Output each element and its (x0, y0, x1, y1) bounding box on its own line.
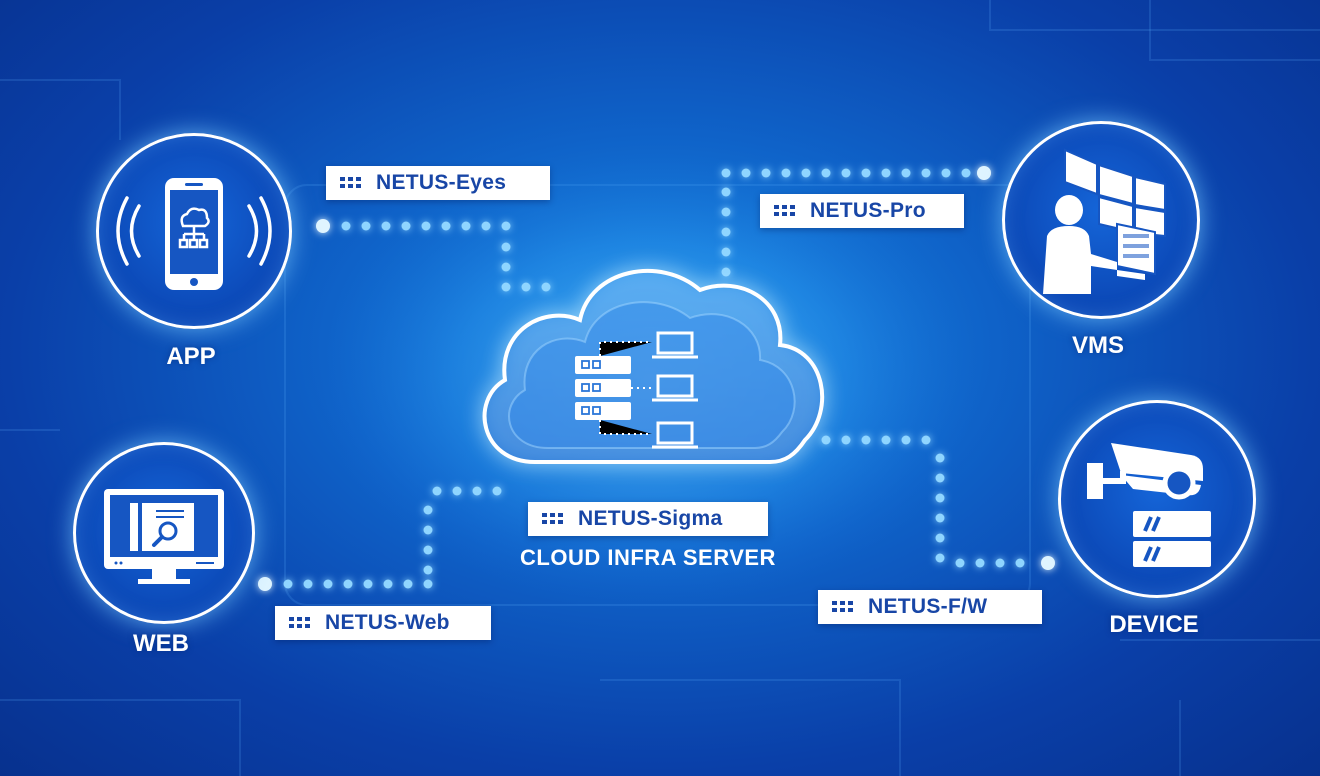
netus-eyes-label: NETUS-Eyes (376, 171, 507, 194)
netus-fw-label: NETUS-F/W (868, 595, 988, 618)
netus-sigma-tag[interactable]: NETUS-Sigma (528, 502, 768, 536)
connector-device (821, 435, 1055, 570)
netus-web-tag[interactable]: NETUS-Web (275, 606, 491, 640)
vms-label: VMS (1071, 332, 1124, 359)
grid-icon (289, 617, 310, 628)
app-node[interactable] (96, 133, 292, 329)
grid-icon (832, 601, 853, 612)
device-node[interactable] (1058, 400, 1256, 598)
netus-pro-label: NETUS-Pro (810, 199, 926, 222)
vms-node[interactable] (1002, 121, 1200, 319)
netus-pro-tag[interactable]: NETUS-Pro (760, 194, 964, 228)
connector-app (316, 219, 551, 292)
netus-sigma-label: NETUS-Sigma (578, 507, 723, 530)
grid-icon (340, 177, 361, 188)
operator-videowall-icon (1043, 148, 1166, 294)
connector-web (258, 486, 502, 591)
netus-web-label: NETUS-Web (325, 611, 450, 634)
cloud-infra-server-caption: CLOUD INFRA SERVER (520, 545, 776, 570)
netus-eyes-tag[interactable]: NETUS-Eyes (326, 166, 550, 200)
device-label: DEVICE (1109, 611, 1199, 638)
web-node[interactable] (73, 442, 255, 624)
connector-vms (721, 166, 991, 277)
cctv-camera-server-icon (1087, 443, 1211, 567)
cloud-server-icon (482, 268, 825, 464)
smartphone-cloud-icon (116, 178, 272, 290)
web-label: WEB (133, 630, 189, 657)
connector-dots (258, 166, 1055, 591)
app-label: APP (166, 343, 216, 370)
netus-fw-tag[interactable]: NETUS-F/W (818, 590, 1042, 624)
monitor-search-icon (104, 489, 224, 584)
grid-icon (542, 513, 563, 524)
grid-icon (774, 205, 795, 216)
